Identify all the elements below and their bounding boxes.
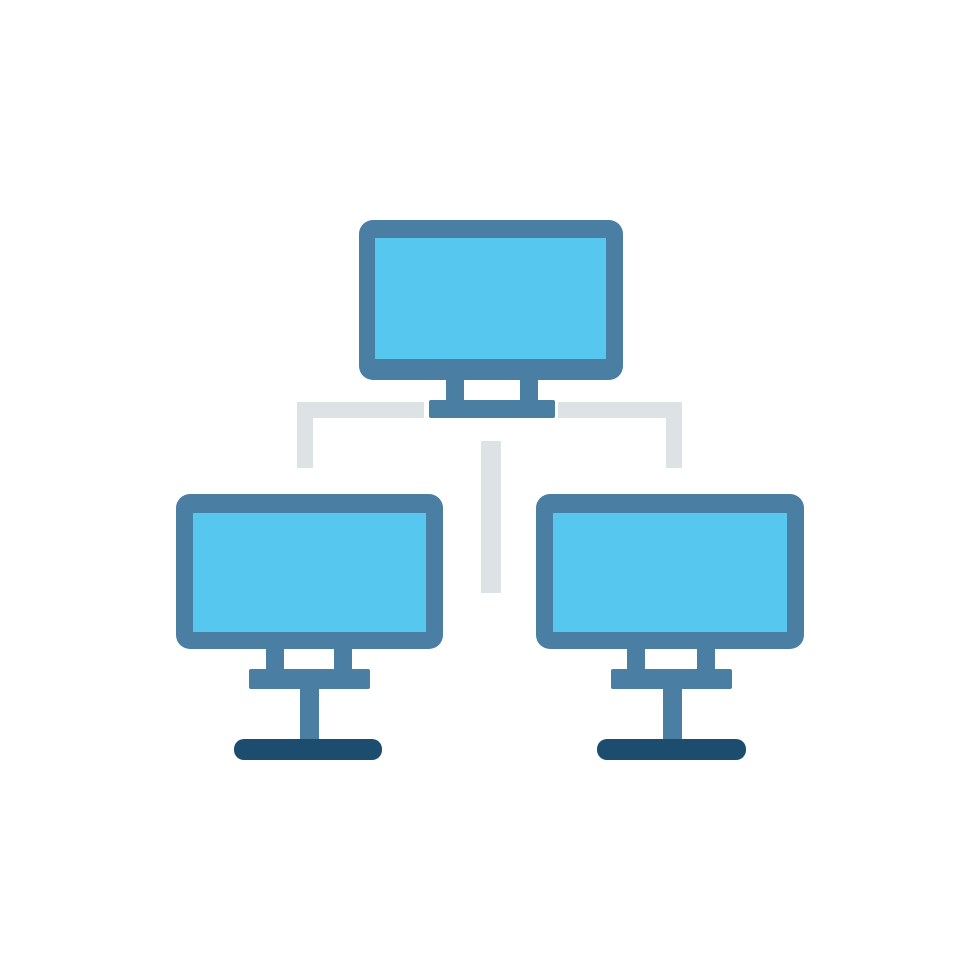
right-monitor bbox=[536, 494, 804, 760]
monitor-stand-bar bbox=[429, 400, 555, 418]
connector-left bbox=[297, 402, 424, 468]
connector-right bbox=[558, 402, 682, 468]
monitor-neck-left bbox=[266, 647, 284, 673]
monitor-neck-left bbox=[446, 378, 464, 404]
monitor-foot bbox=[597, 739, 746, 760]
monitor-pole bbox=[663, 687, 682, 742]
monitor-neck-right bbox=[520, 378, 538, 404]
top-monitor bbox=[359, 220, 623, 418]
monitor-neck-left bbox=[627, 647, 645, 673]
network-connectors bbox=[297, 402, 682, 593]
monitor-screen bbox=[193, 513, 426, 632]
monitor-pole bbox=[300, 687, 319, 742]
connector-center bbox=[481, 441, 501, 593]
monitor-neck-right bbox=[334, 647, 352, 673]
monitor-screen bbox=[375, 238, 606, 359]
left-monitor bbox=[176, 494, 443, 760]
monitor-stand-bar bbox=[249, 669, 370, 689]
monitor-stand-bar bbox=[611, 669, 732, 689]
monitor-neck-right bbox=[697, 647, 715, 673]
monitor-screen bbox=[553, 513, 787, 632]
monitor-foot bbox=[234, 739, 382, 760]
